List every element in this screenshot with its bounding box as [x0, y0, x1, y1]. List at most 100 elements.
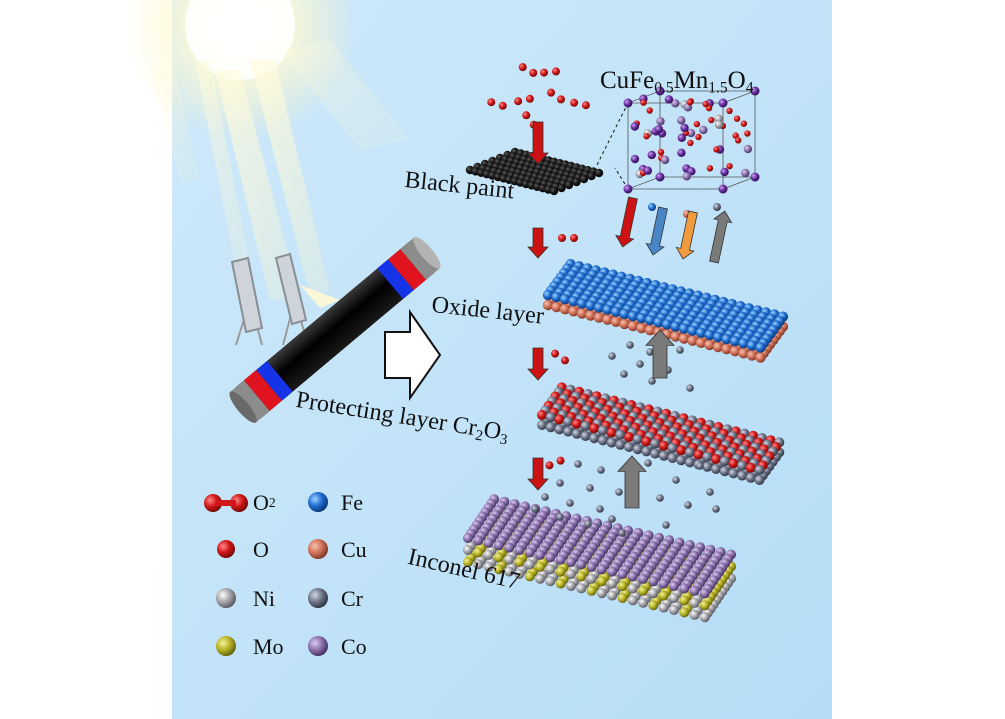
- atom: [648, 377, 656, 385]
- atom: [585, 310, 596, 321]
- upward-arrow: [645, 329, 675, 379]
- atom: [555, 578, 566, 589]
- diffusion-atoms: [487, 63, 721, 537]
- o2-atom: [551, 67, 560, 76]
- atom: [627, 310, 639, 322]
- atom: [669, 605, 679, 615]
- atom: [638, 573, 649, 584]
- atom: [648, 600, 659, 611]
- atom: [719, 466, 730, 477]
- atom: [699, 125, 708, 135]
- atom: [593, 302, 605, 313]
- atom: [658, 590, 669, 601]
- atom: [643, 132, 650, 140]
- spinel-unit-cell: [596, 86, 760, 194]
- atom: [571, 418, 582, 429]
- o2-atom: [560, 356, 569, 365]
- atom: [514, 557, 525, 567]
- atom: [514, 569, 525, 579]
- atom: [737, 470, 748, 481]
- atom: [463, 545, 473, 555]
- atom: [676, 445, 687, 456]
- atom: [596, 576, 607, 587]
- atom: [699, 588, 710, 599]
- atom: [641, 446, 652, 457]
- atom: [545, 564, 556, 575]
- atom: [720, 167, 729, 177]
- diffusion-arrow: [615, 196, 638, 248]
- atom: [654, 125, 663, 134]
- atom: [702, 100, 709, 108]
- atom: [483, 561, 494, 572]
- atom: [745, 472, 756, 483]
- legend-item-fe: Fe: [341, 490, 363, 515]
- upward-arrow: [617, 455, 647, 509]
- legend-icon-co: [308, 636, 328, 656]
- atom: [566, 499, 574, 507]
- atom: [664, 95, 674, 104]
- o2-atom: [522, 111, 531, 120]
- atom: [679, 607, 690, 618]
- atom: [677, 148, 686, 158]
- o2-atom: [570, 234, 578, 242]
- down-arrow: [527, 347, 549, 381]
- atom: [734, 137, 742, 144]
- atom: [660, 155, 670, 165]
- atom: [627, 595, 638, 606]
- sun: [125, 0, 410, 300]
- atom: [695, 133, 702, 141]
- legend-icon-cr: [308, 588, 328, 608]
- atom: [586, 585, 597, 596]
- atom: [658, 440, 669, 451]
- atom: [680, 123, 689, 133]
- atom: [473, 559, 484, 570]
- down-arrow: [527, 227, 549, 259]
- atom: [713, 146, 720, 153]
- atom: [545, 422, 556, 433]
- atom: [576, 559, 587, 570]
- atom: [535, 549, 546, 560]
- atom: [712, 341, 724, 353]
- atom: [564, 180, 574, 190]
- atom: [656, 494, 664, 502]
- o2-atom: [581, 101, 590, 110]
- down-arrow: [527, 121, 549, 165]
- atom: [555, 566, 566, 577]
- atom: [463, 533, 473, 543]
- atom: [687, 325, 698, 336]
- atom: [608, 352, 616, 360]
- atom: [632, 444, 643, 455]
- diffusion-arrows: [527, 121, 733, 509]
- o2-atom: [529, 68, 538, 77]
- o2-atom: [498, 101, 507, 110]
- atom: [615, 429, 626, 440]
- legend-item-mo: Mo: [253, 634, 284, 659]
- atom: [676, 346, 684, 354]
- atom: [551, 301, 562, 313]
- legend-icon-ni: [216, 588, 236, 608]
- black-paint-layer: [465, 147, 604, 196]
- atom: [545, 552, 556, 563]
- atom: [699, 612, 710, 623]
- legend-icons: [204, 492, 328, 656]
- atom: [636, 312, 647, 324]
- atom: [732, 132, 739, 139]
- o2-atom: [514, 97, 523, 106]
- atom: [483, 537, 494, 548]
- legend-item-co: Co: [341, 634, 367, 659]
- atom: [524, 559, 535, 570]
- legend-icon-o2: [230, 494, 248, 512]
- atom: [644, 315, 656, 326]
- atom: [632, 434, 643, 445]
- atom: [626, 341, 634, 349]
- atom: [702, 461, 713, 472]
- atom: [596, 588, 607, 599]
- atom: [644, 459, 652, 467]
- coated-rod: [229, 237, 441, 423]
- atom: [619, 308, 630, 320]
- atom: [597, 435, 608, 446]
- atom: [551, 291, 562, 303]
- atom: [656, 117, 665, 126]
- atom: [711, 464, 721, 474]
- o2-atom: [556, 95, 565, 104]
